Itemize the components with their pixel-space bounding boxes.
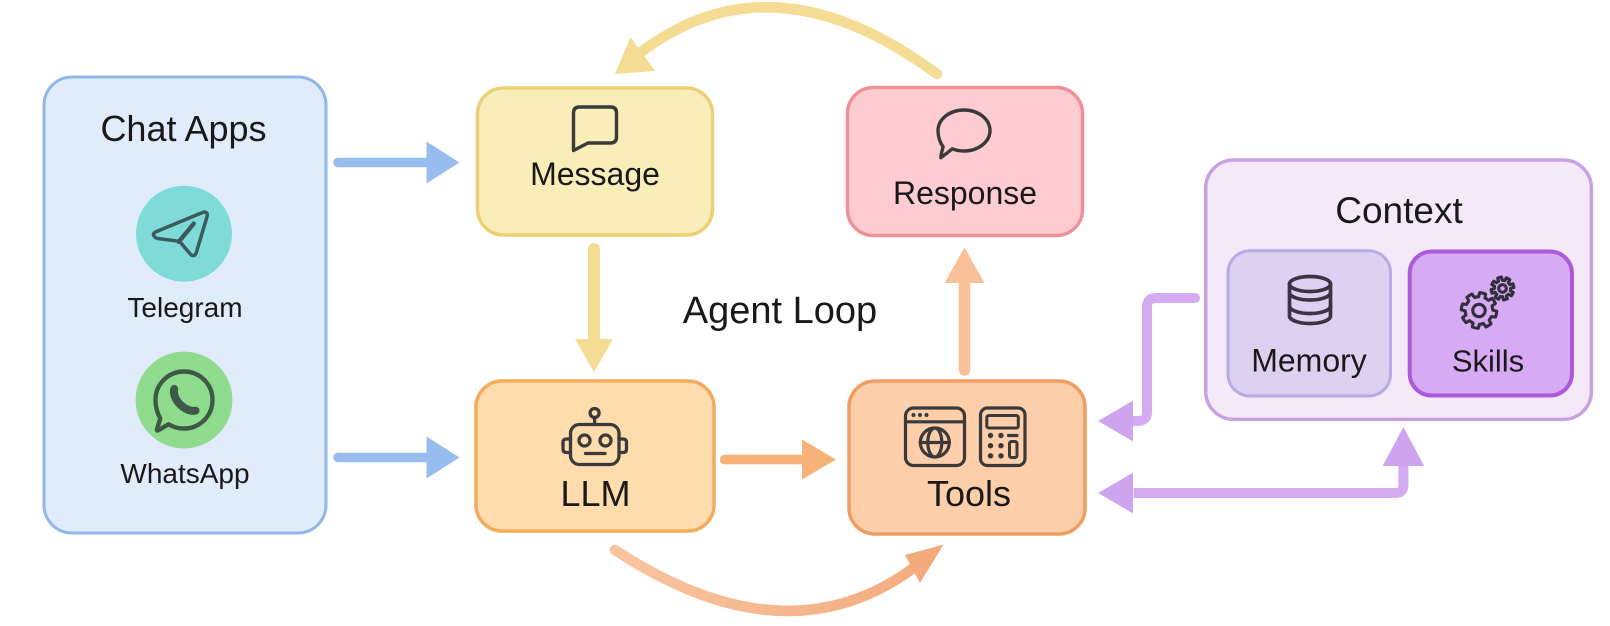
- svg-text:Agent Loop: Agent Loop: [683, 290, 877, 332]
- svg-text:WhatsApp: WhatsApp: [120, 458, 249, 489]
- svg-text:Context: Context: [1335, 190, 1463, 231]
- svg-text:Message: Message: [530, 156, 660, 192]
- svg-text:Telegram: Telegram: [127, 292, 242, 323]
- svg-text:Chat Apps: Chat Apps: [100, 108, 266, 149]
- svg-text:LLM: LLM: [560, 473, 630, 514]
- svg-text:Memory: Memory: [1251, 343, 1367, 379]
- svg-text:Tools: Tools: [927, 473, 1011, 514]
- svg-text:Response: Response: [893, 175, 1037, 211]
- svg-text:Skills: Skills: [1452, 344, 1524, 379]
